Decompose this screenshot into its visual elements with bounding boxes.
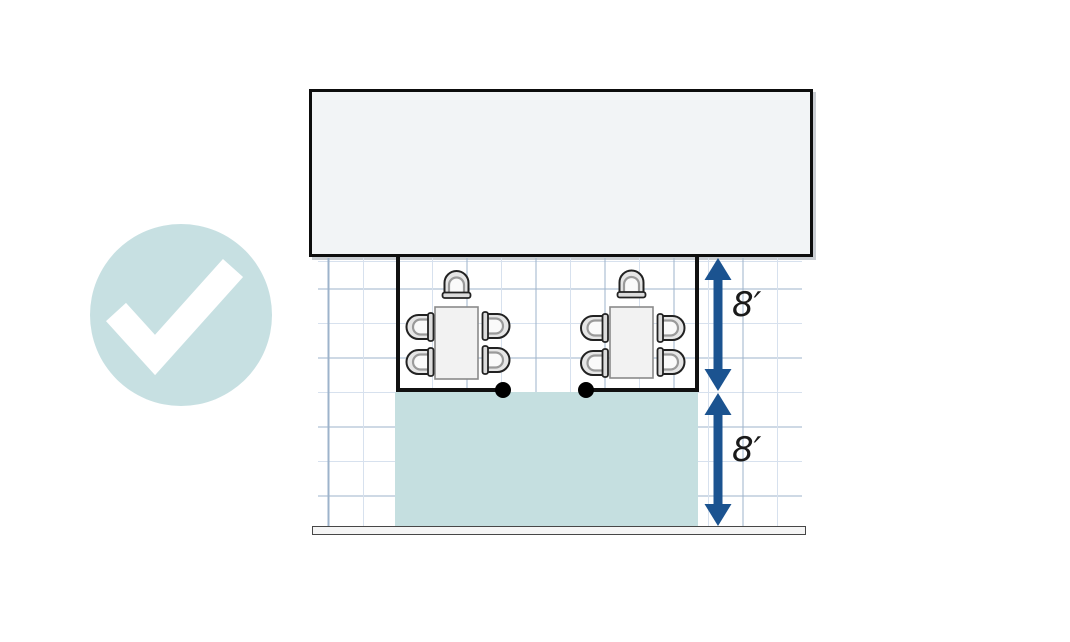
barrier-posts <box>495 382 594 398</box>
chair <box>405 311 435 343</box>
chair <box>405 346 435 378</box>
checkmark-icon <box>106 258 244 376</box>
chair <box>579 312 610 344</box>
dimension-arrow-lower <box>704 393 732 526</box>
dining-enclosure <box>396 257 699 392</box>
chair <box>481 344 511 376</box>
arrow-down-icon <box>704 504 732 526</box>
chair <box>616 269 647 299</box>
arrow-down-icon <box>704 369 732 391</box>
dimension-label-upper: 8′ <box>732 285 762 325</box>
dimension-arrow-upper <box>704 258 732 391</box>
arrow-up-icon <box>704 258 732 280</box>
dining-table <box>434 306 479 380</box>
dining-set-2 <box>579 269 686 379</box>
chair <box>656 312 686 344</box>
enclosure-left-wall <box>396 257 400 392</box>
dimension-label-lower: 8′ <box>732 430 762 470</box>
dining-table <box>609 306 654 379</box>
enclosure-right-wall <box>695 257 699 392</box>
chair <box>656 346 686 378</box>
enclosure-bottom-wall-right <box>592 388 699 392</box>
enclosure-bottom-wall-left <box>396 388 497 392</box>
chair <box>579 347 610 379</box>
approval-badge <box>90 224 272 406</box>
barrier-post-dot <box>495 382 511 398</box>
chair <box>481 310 511 342</box>
curb-line <box>312 526 806 535</box>
chair <box>441 269 472 300</box>
barrier-post-dot <box>578 382 594 398</box>
clear-path-zone <box>395 392 698 526</box>
building-footprint <box>309 89 813 257</box>
dining-set-1 <box>405 269 511 380</box>
arrow-up-icon <box>704 393 732 415</box>
